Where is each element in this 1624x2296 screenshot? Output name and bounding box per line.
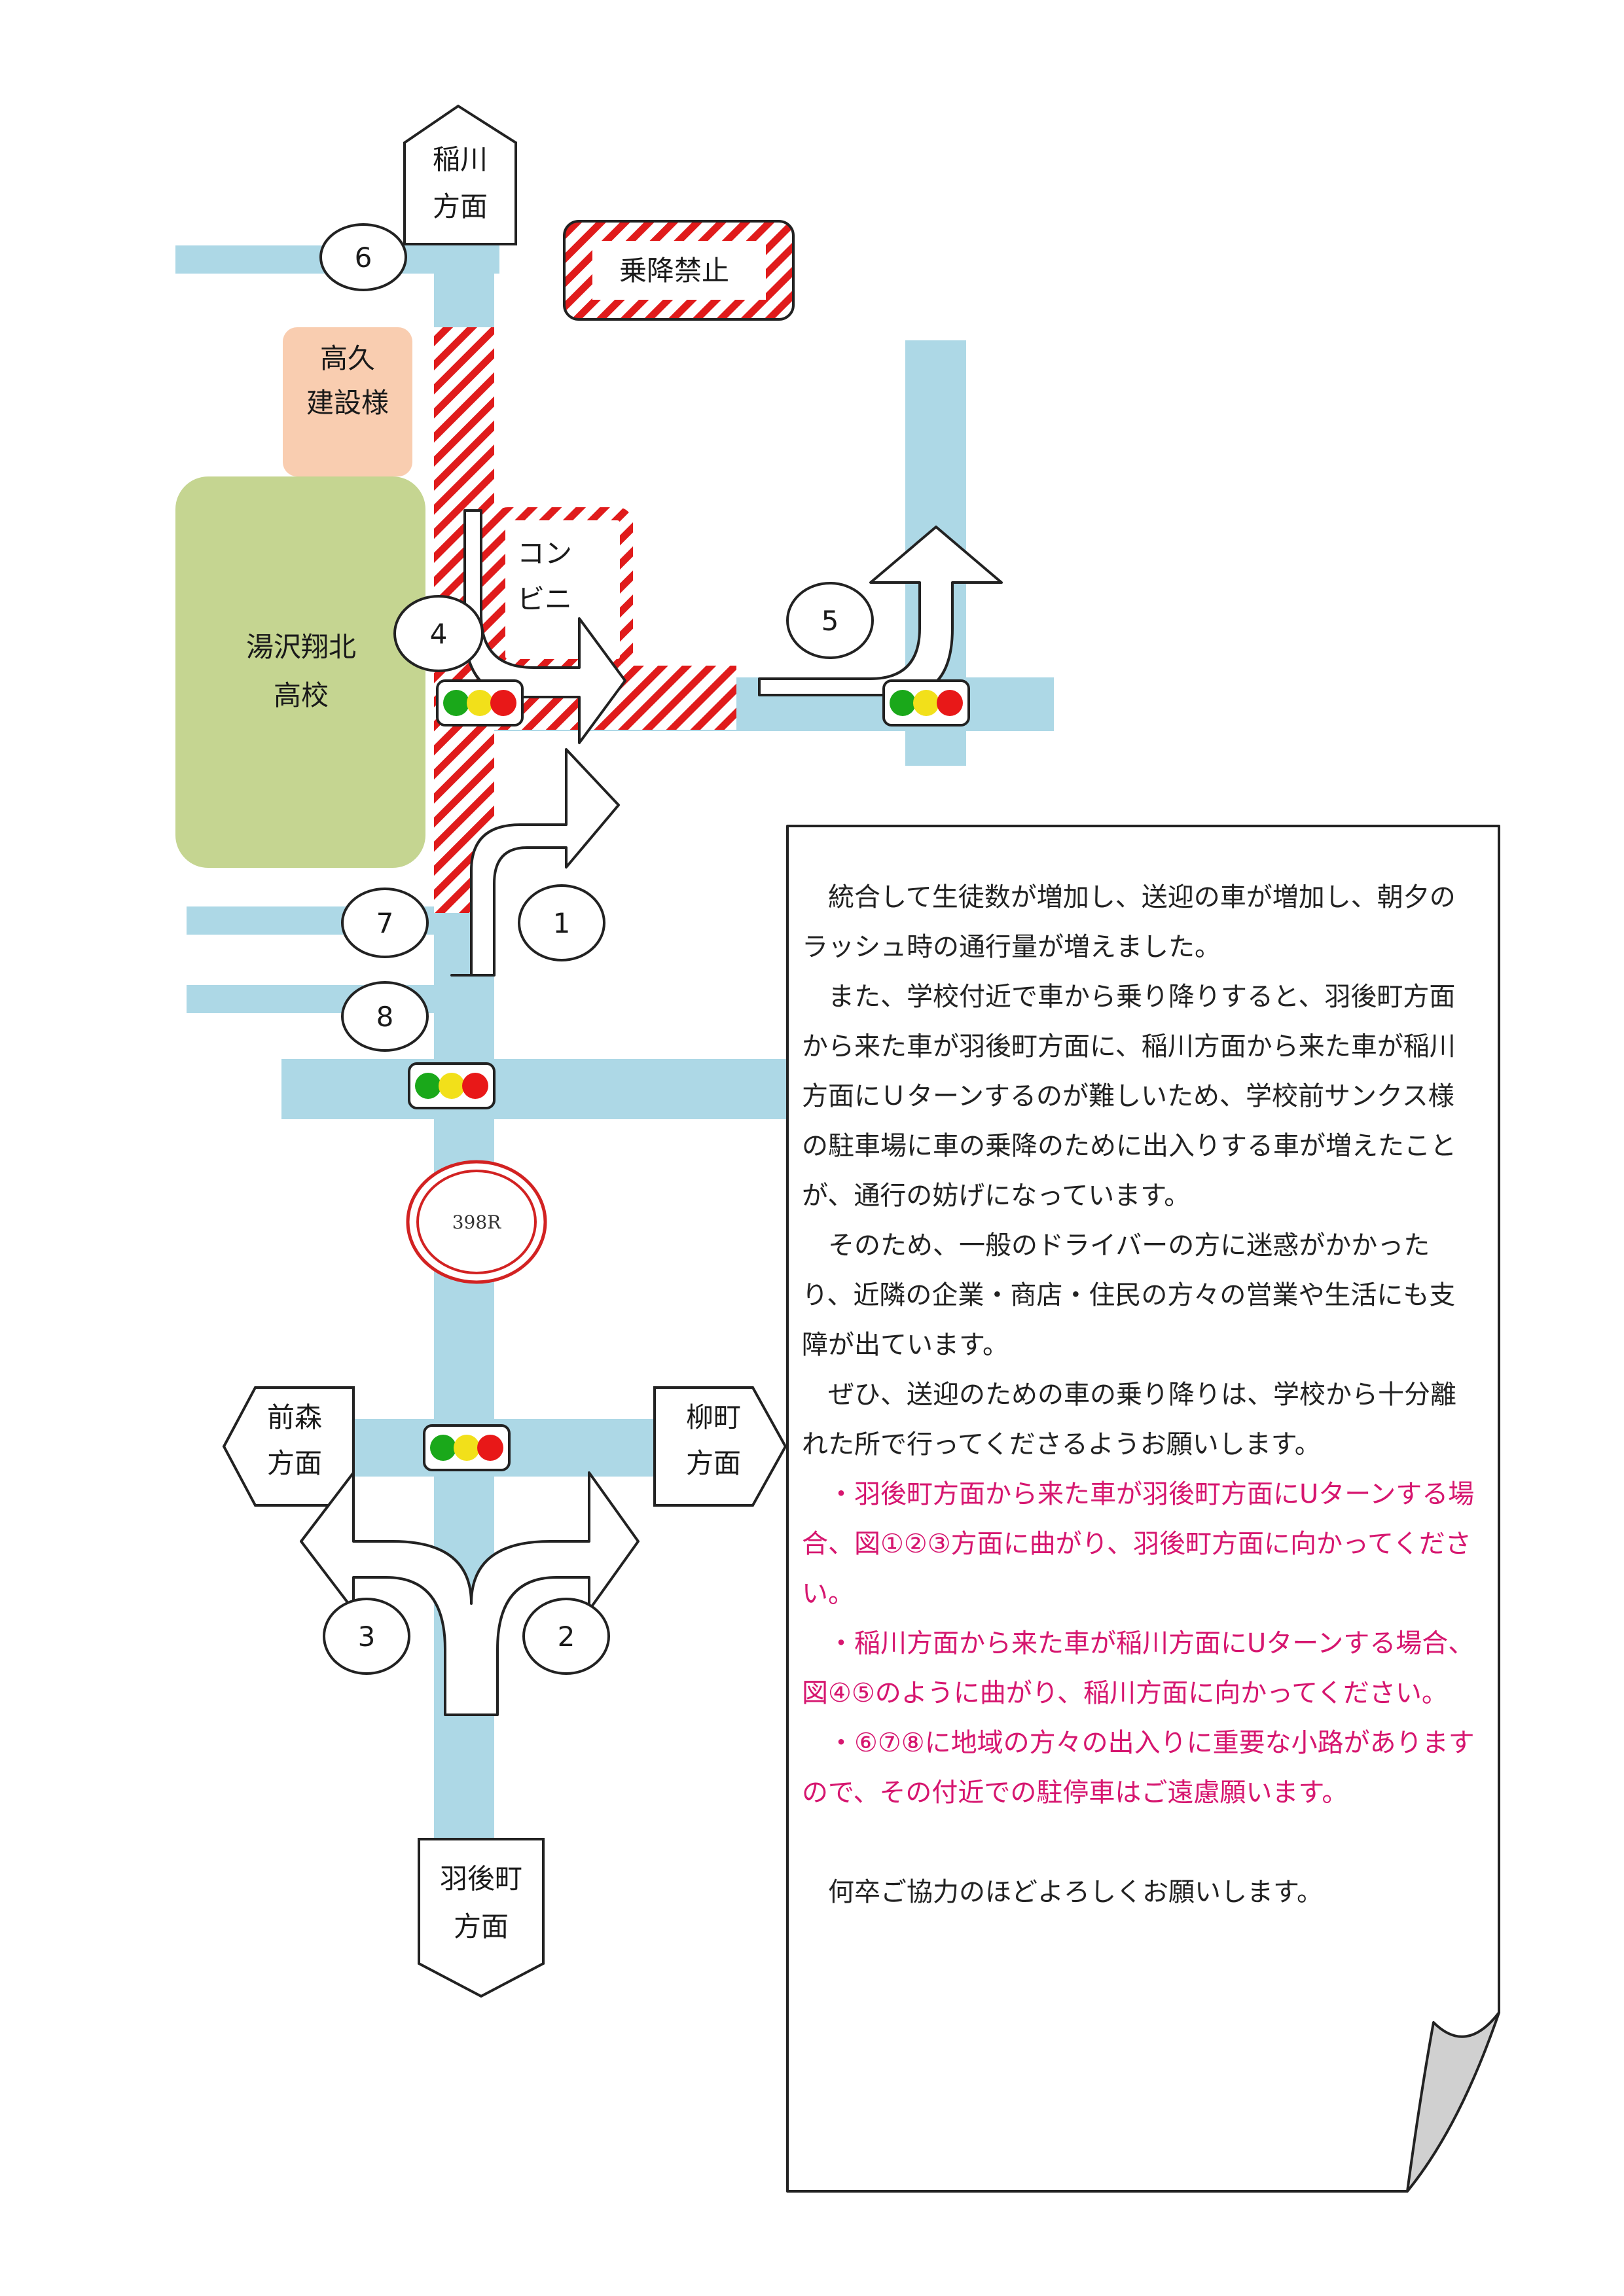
construction-company-building — [283, 327, 412, 476]
notice-closing: 何卒ご協力のほどよろしくお願いします。 — [828, 1877, 1323, 1907]
no-boarding-legend: 乗降禁止 — [563, 220, 795, 321]
route-shield-icon: 398R — [406, 1160, 547, 1284]
point-label-3: 3 — [358, 1621, 376, 1653]
point-label-1: 1 — [553, 907, 571, 939]
point-label-4: 4 — [430, 618, 448, 650]
point-label-6: 6 — [355, 242, 372, 274]
school-building — [175, 476, 425, 868]
direction-inagawa-label-1: 稲川 — [433, 143, 488, 175]
traffic-signal-icon — [436, 679, 524, 726]
construction-company-label-1: 高久 — [320, 342, 375, 374]
notice-request: ・⑥⑦⑧に地域の方々の出入りに重要な小路がありますので、その付近での駐停車はご遠… — [802, 1728, 1475, 1808]
notice-paragraph: 統合して生徒数が増加し、送迎の車が増加し、朝夕のラッシュ時の通行量が増えました。 — [802, 882, 1456, 962]
direction-sign-ugomachi: 羽後町 方面 — [418, 1838, 545, 1998]
direction-inagawa-label-2: 方面 — [433, 190, 488, 223]
direction-sign-inagawa: 稲川 方面 — [403, 104, 517, 245]
point-marker: 8 — [341, 981, 429, 1052]
point-marker: 3 — [323, 1598, 410, 1675]
traffic-signal-icon — [408, 1062, 496, 1109]
point-marker: 6 — [319, 223, 407, 291]
school-label-1: 湯沢翔北 — [246, 631, 356, 663]
direction-sign-maemori: 前森 方面 — [222, 1386, 355, 1507]
no-boarding-legend-label: 乗降禁止 — [619, 255, 729, 287]
point-marker: 1 — [518, 884, 605, 961]
notice-request: ・羽後町方面から来た車が羽後町方面にUターンする場合、図①②③方面に曲がり、羽後… — [802, 1479, 1475, 1609]
page-curl-icon — [1406, 2011, 1500, 2193]
notice-paragraph: そのため、一般のドライバーの方に迷惑がかかったり、近隣の企業・商店・住民の方々の… — [802, 1230, 1456, 1360]
traffic-signal-icon — [423, 1424, 511, 1471]
direction-ugomachi-label-2: 方面 — [454, 1910, 509, 1943]
school-label-2: 高校 — [274, 679, 329, 711]
direction-maemori-label-1: 前森 — [267, 1401, 322, 1433]
point-marker: 4 — [393, 595, 484, 672]
fork-arrow-icon — [300, 1471, 640, 1716]
notice-sheet — [786, 825, 1500, 2193]
road-cross-middle — [281, 1059, 802, 1119]
direction-yanagimachi-label-1: 柳町 — [686, 1401, 741, 1433]
point-marker: 7 — [341, 888, 429, 958]
point-label-5: 5 — [821, 605, 839, 637]
route-marker-label: 398R — [452, 1211, 501, 1233]
direction-ugomachi-label-1: 羽後町 — [440, 1863, 522, 1895]
traffic-signal-icon — [882, 679, 970, 726]
construction-company-label-2: 建設様 — [306, 387, 389, 419]
direction-yanagimachi-label-2: 方面 — [686, 1447, 741, 1479]
notice-request: ・稲川方面から来た車が稲川方面にUターンする場合、図④⑤のように曲がり、稲川方面… — [802, 1628, 1475, 1708]
notice-body: 統合して生徒数が増加し、送迎の車が増加し、朝夕のラッシュ時の通行量が増えました。… — [802, 872, 1476, 1917]
point-marker: 5 — [786, 582, 874, 659]
direction-maemori-label-2: 方面 — [267, 1447, 322, 1479]
point-label-2: 2 — [558, 1621, 575, 1653]
point-label-7: 7 — [376, 907, 394, 939]
notice-paragraph: ぜひ、送迎のための車の乗り降りは、学校から十分離れた所で行ってくださるようお願い… — [802, 1380, 1456, 1460]
notice-paragraph: また、学校付近で車から乗り降りすると、羽後町方面から来た車が羽後町方面に、稲川方… — [802, 982, 1456, 1211]
direction-sign-yanagimachi: 柳町 方面 — [653, 1386, 787, 1507]
convenience-store-label-2: ビニ — [517, 583, 572, 615]
convenience-store-label-1: コン — [517, 537, 572, 569]
point-marker: 2 — [522, 1598, 610, 1675]
point-label-8: 8 — [376, 1001, 394, 1033]
